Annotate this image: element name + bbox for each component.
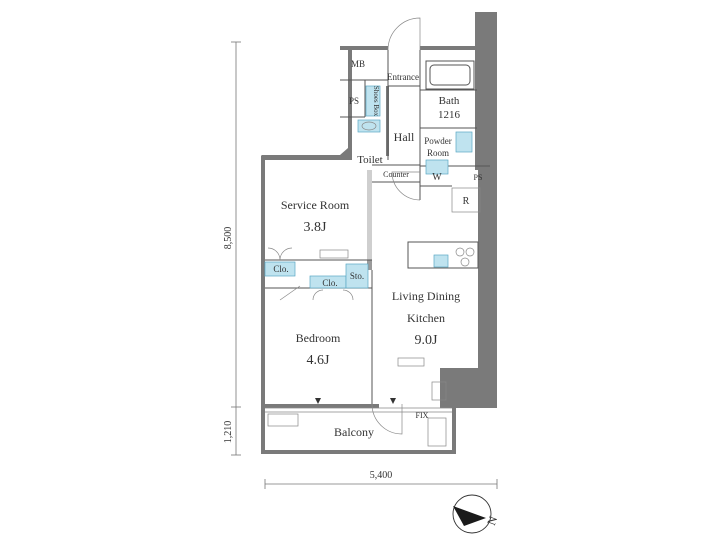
kitchen-counter [407, 241, 479, 269]
bath-label: Bath [439, 95, 460, 107]
compass-ring [452, 494, 492, 534]
living-label-2: Kitchen [407, 311, 445, 325]
ps-upper-label: PS [349, 96, 359, 106]
w-label: W [432, 172, 442, 183]
storage-label: Sto. [350, 271, 364, 281]
toilet-label: Toilet [357, 154, 383, 166]
door-swings [267, 17, 421, 435]
bedroom-size: 4.6J [307, 353, 331, 368]
ps-lower-label: PS [474, 173, 483, 182]
hall-label: Hall [394, 130, 415, 144]
closet-1-label: Clo. [273, 264, 288, 274]
walls [261, 12, 497, 454]
r-label: R [463, 196, 470, 207]
room-labels: MB Entrance PS Shoes Box Bath 1216 Hall … [273, 59, 482, 439]
balcony-label: Balcony [334, 425, 374, 439]
storage [345, 263, 369, 289]
compass: N [452, 494, 500, 534]
powder-room-label-1: Powder [424, 136, 452, 146]
dimension-left: 8,500 1,210 [223, 41, 241, 456]
dim-width: 5,400 [370, 470, 393, 481]
bath-size-label: 1216 [438, 109, 461, 121]
washer-icon [425, 159, 449, 175]
sink-icon [455, 131, 473, 153]
entrance-label: Entrance [387, 72, 419, 82]
service-room-label: Service Room [281, 198, 350, 212]
compass-north-label: N [484, 514, 500, 527]
fridge-icon [451, 187, 481, 213]
powder-room-label-2: Room [427, 148, 449, 158]
toilet-icon [357, 119, 381, 133]
shoes-box-icon [365, 85, 381, 117]
dim-height-balcony: 1,210 [223, 421, 234, 444]
living-label-1: Living Dining [392, 289, 460, 303]
living-size: 9.0J [415, 333, 439, 348]
dimension-bottom: 5,400 [264, 470, 498, 489]
fixtures [264, 60, 481, 447]
bedroom-label: Bedroom [296, 331, 341, 345]
shoes-box-label: Shoes Box [372, 86, 380, 117]
dim-height-main: 8,500 [223, 227, 234, 250]
mb-label: MB [351, 59, 365, 69]
fix-label: FIX [416, 411, 429, 420]
closet-1 [264, 261, 296, 277]
closet-2-label: Clo. [322, 278, 337, 288]
kitchen-sink-icon [433, 254, 449, 268]
counter-label: Counter [383, 170, 409, 179]
north-arrow-icon [453, 506, 486, 526]
service-room-size: 3.8J [304, 220, 328, 235]
